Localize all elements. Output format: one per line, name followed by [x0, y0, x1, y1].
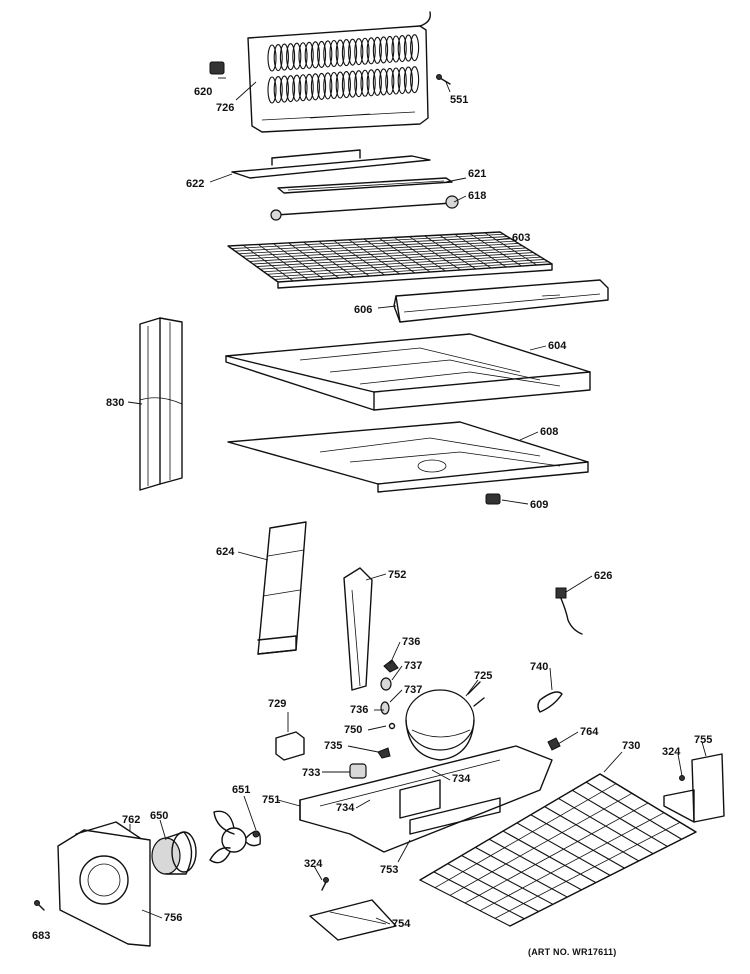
channel-830: [139, 317, 183, 491]
evaporator-coil-726: [247, 11, 431, 133]
part-label-622: 622: [186, 178, 205, 190]
part-label-830: 830: [106, 397, 125, 409]
part-label-618: 618: [468, 190, 487, 202]
fan-shroud-756: [57, 821, 151, 947]
compressor-725: [405, 681, 485, 761]
part-label-756: 756: [164, 912, 183, 924]
part-label-651: 651: [232, 784, 251, 796]
part-label-733: 733: [302, 767, 321, 779]
clip-609: [485, 493, 501, 505]
part-label-603: 603: [512, 232, 531, 244]
rod-618: [270, 195, 459, 221]
pan-604: [225, 333, 591, 411]
part-label-626: 626: [594, 570, 613, 582]
part-label-750: 750: [344, 724, 363, 736]
drip-tray-606: [393, 279, 609, 323]
screw-683: [34, 900, 45, 911]
leader-lines: [127, 77, 707, 925]
part-label-624: 624: [216, 546, 235, 558]
part-label-754: 754: [392, 918, 411, 930]
part-label-736-b: 736: [350, 704, 369, 716]
bracket-621: [277, 177, 453, 194]
screw-324-a: [679, 775, 685, 781]
part-label-735: 735: [324, 740, 343, 752]
part-label-752: 752: [388, 569, 407, 581]
part-label-753: 753: [380, 864, 399, 876]
part-label-734-a: 734: [452, 773, 471, 785]
pan-608: [227, 421, 589, 493]
part-label-755: 755: [694, 734, 713, 746]
fan-blade-651: [209, 810, 261, 864]
fan-motor-650: [151, 831, 197, 875]
part-label-734-b: 734: [336, 802, 355, 814]
base-pan-751: [299, 745, 553, 853]
part-label-751: 751: [262, 794, 281, 806]
part-label-762: 762: [122, 814, 141, 826]
part-label-609: 609: [530, 499, 549, 511]
harness-626: [555, 587, 583, 635]
part-label-740: 740: [530, 661, 549, 673]
part-label-737-a: 737: [404, 660, 423, 672]
part-label-726: 726: [216, 102, 235, 114]
part-label-736-a: 736: [402, 636, 421, 648]
grommets-736-737: [380, 659, 399, 730]
clip-764: [547, 737, 561, 751]
part-label-729: 729: [268, 698, 287, 710]
wire-740: [537, 691, 563, 713]
part-label-551: 551: [450, 94, 469, 106]
bracket-755: [663, 753, 725, 823]
part-label-725: 725: [474, 670, 493, 682]
bracket-754: [309, 899, 397, 941]
part-label-620: 620: [194, 86, 213, 98]
part-label-608: 608: [540, 426, 559, 438]
condenser-730: [419, 773, 697, 927]
part-label-621: 621: [468, 168, 487, 180]
screw-551: [436, 74, 451, 85]
clip-735: [377, 747, 391, 759]
bracket-752: [343, 567, 373, 691]
relay-729: [275, 731, 305, 761]
part-label-737-b: 737: [404, 684, 423, 696]
part-label-764: 764: [580, 726, 599, 738]
part-label-606: 606: [354, 304, 373, 316]
part-label-324-b: 324: [304, 858, 323, 870]
screw-324-b: [321, 877, 329, 891]
duct-624: [257, 521, 307, 655]
clip-620: [209, 61, 225, 75]
cover-622: [231, 149, 431, 179]
part-label-650: 650: [150, 810, 169, 822]
part-label-604: 604: [548, 340, 567, 352]
overload-733: [349, 763, 367, 779]
part-label-324-a: 324: [662, 746, 681, 758]
shelf-603: [227, 231, 553, 289]
part-label-730: 730: [622, 740, 641, 752]
part-label-683: 683: [32, 930, 51, 942]
art-number: (ART NO. WR17611): [528, 947, 617, 957]
